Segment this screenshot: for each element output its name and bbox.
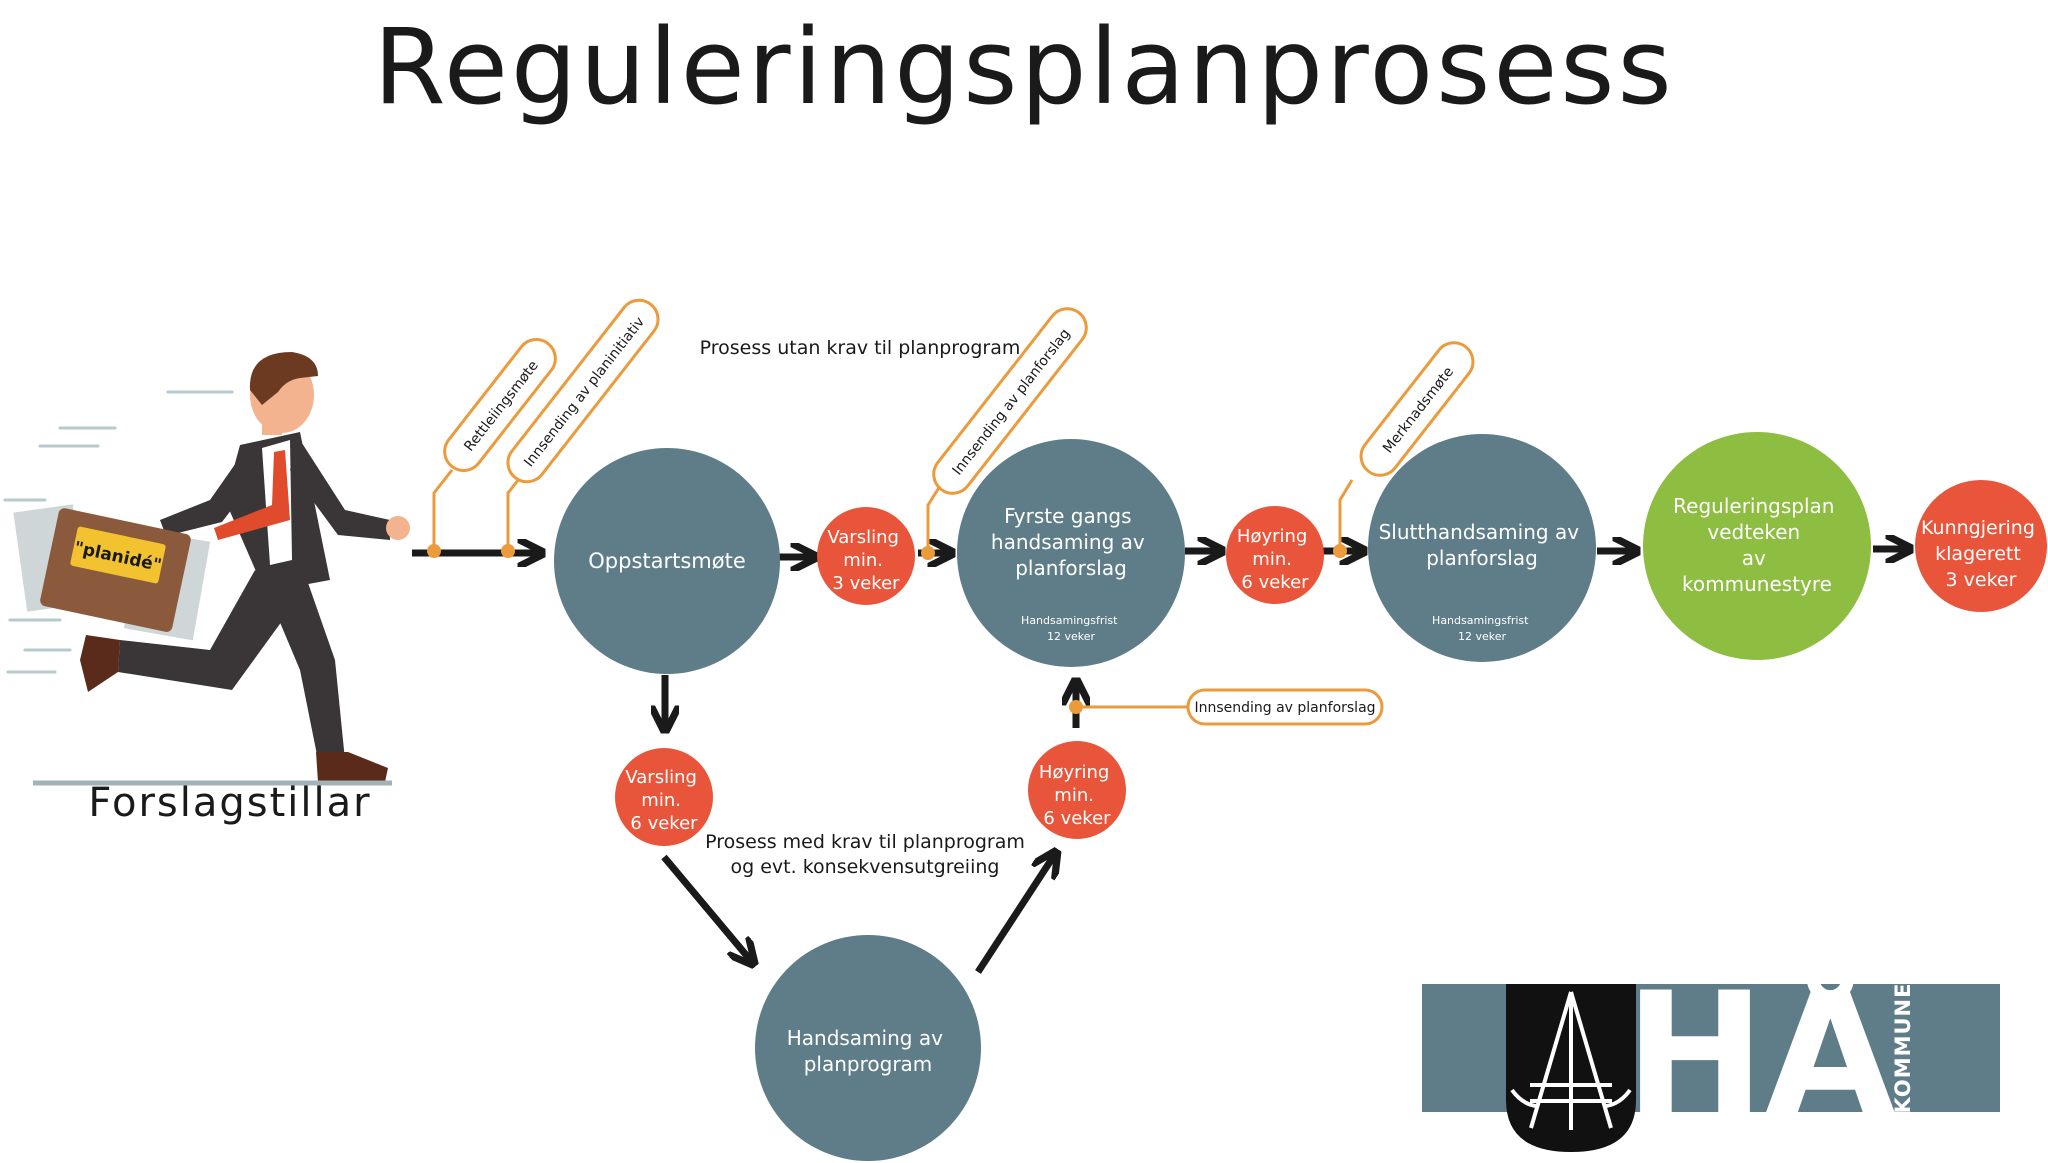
- fyrste-line-1: Fyrste gangs: [1004, 504, 1131, 528]
- svg-text:Slutthandsaming av planf: Slutthandsaming av planforslag: [1379, 520, 1586, 570]
- svg-text:Høyring min. 6 vek: Høyring min. 6 veker: [1039, 762, 1115, 829]
- callout-dots: [427, 544, 1347, 714]
- briefcase-tag: [70, 526, 166, 584]
- hoyring1-line-2: min.: [1252, 549, 1292, 570]
- svg-text:Handsaming av planprogra: Handsaming av planprogram: [787, 1026, 950, 1076]
- logo-kommune-text: KOMMUNE: [1891, 983, 1915, 1114]
- back-shoe: [80, 635, 120, 692]
- logo-ha-text: HÅ: [1625, 956, 1896, 1152]
- varsling1-line-3: 3 veker: [832, 573, 900, 594]
- svg-text:Høyring min. 6 vek: Høyring min. 6 veker: [1237, 526, 1313, 593]
- vedtak-line-3: av: [1742, 546, 1766, 570]
- oppstartsmote-line-1: Oppstartsmøte: [588, 549, 746, 573]
- fyrste-sub-2: 12 veker: [1047, 630, 1096, 643]
- node-hoyring-planprogram: Høyring min. 6 veker: [1028, 741, 1126, 839]
- svg-text:Handsamingsfrist 12 veke: Handsamingsfrist 12 veker: [1021, 614, 1121, 643]
- fyrste-sub-1: Handsamingsfrist: [1021, 614, 1118, 627]
- varsling1-line-2: min.: [843, 550, 883, 571]
- svg-text:Oppstartsmøte: Oppstartsmøte: [588, 549, 746, 573]
- coat-of-arms-emblem: [1510, 991, 1632, 1130]
- page-title: Reguleringsplanprosess: [373, 6, 1675, 128]
- node-hoyring-6-veker: Høyring min. 6 veker: [1226, 506, 1324, 604]
- note-without-planprogram: Prosess utan krav til planprogram: [699, 337, 1021, 359]
- node-slutthandsaming: Slutthandsaming av planforslag Handsamin…: [1368, 434, 1596, 662]
- kunngjering-line-2: klagerett: [1935, 543, 2021, 565]
- vedtak-line-4: kommunestyre: [1682, 572, 1832, 596]
- slutt-sub-1: Handsamingsfrist: [1432, 614, 1529, 627]
- node-oppstartsmote: Oppstartsmøte: [554, 448, 780, 674]
- node-varsling-3-veker: Varsling min. 3 veker: [817, 507, 915, 605]
- briefcase: [13, 504, 211, 641]
- kunngjering-line-3: 3 veker: [1946, 569, 2017, 591]
- planprogram-line-2: planprogram: [804, 1052, 933, 1076]
- ha-kommune-logo: HÅ KOMMUNE: [1422, 956, 2000, 1152]
- vedtak-line-2: vedteken: [1707, 520, 1800, 544]
- node-kunngjering: Kunngjering klagerett 3 veker: [1915, 480, 2047, 612]
- svg-text:Varsling min. 6 ve: Varsling min. 6 veker: [625, 767, 702, 834]
- svg-text:Varsling min. 3 ve: Varsling min. 3 veker: [827, 527, 904, 594]
- varsling1-line-1: Varsling: [827, 527, 899, 548]
- arrow-varsling2-planprogram: [661, 854, 752, 962]
- slutt-sub-2: 12 veker: [1458, 630, 1507, 643]
- svg-text:Fyrste gangs handsaming: Fyrste gangs handsaming av planforslag: [991, 504, 1151, 580]
- fyrste-line-2: handsaming av: [991, 530, 1145, 554]
- note-with-planprogram-line-2: og evt. konsekvensutgreiing: [730, 856, 1000, 878]
- pill-innsending-planforslag-2: Innsending av planforslag: [1186, 688, 1384, 726]
- pill-innsending-planinitiativ-text: Innsending av planinitiativ: [521, 314, 648, 470]
- node-fyrste-gangs-handsaming: Fyrste gangs handsaming av planforslag H…: [957, 439, 1185, 667]
- svg-text:Kunngjering klagerett: Kunngjering klagerett 3 veker: [1921, 517, 2041, 591]
- svg-text:Reguleringsplan vedteken: Reguleringsplan vedteken av kommunestyre: [1673, 494, 1841, 596]
- node-varsling-6-veker: Varsling min. 6 veker: [615, 748, 713, 846]
- node-reguleringsplan-vedteken: Reguleringsplan vedteken av kommunestyre: [1643, 432, 1871, 660]
- svg-text:Handsamingsfrist 12 veke: Handsamingsfrist 12 veker: [1432, 614, 1532, 643]
- main-arrows: [412, 549, 1908, 974]
- front-shoe: [316, 752, 388, 782]
- vedtak-line-1: Reguleringsplan: [1673, 494, 1834, 518]
- hoyring1-line-1: Høyring: [1237, 526, 1307, 547]
- hoyring2-line-3: 6 veker: [1043, 808, 1111, 829]
- slutt-line-1: Slutthandsaming av: [1379, 520, 1580, 544]
- pill-innsending-planforslag-2-text: Innsending av planforslag: [1194, 700, 1375, 716]
- kunngjering-line-1: Kunngjering: [1921, 517, 2035, 539]
- varsling2-line-1: Varsling: [625, 767, 697, 788]
- varsling2-line-2: min.: [641, 790, 681, 811]
- note-with-planprogram: Prosess med krav til planprogram og evt.…: [690, 830, 1040, 880]
- varsling2-line-3: 6 veker: [630, 813, 698, 834]
- hoyring2-line-2: min.: [1054, 785, 1094, 806]
- person-label: Forslagstillar: [88, 780, 372, 826]
- speed-lines: [3, 390, 234, 674]
- tie: [214, 450, 290, 540]
- hair: [249, 352, 318, 405]
- runner-figure: [80, 352, 410, 782]
- node-handsaming-planprogram: Handsaming av planprogram: [755, 935, 981, 1161]
- hoyring1-line-3: 6 veker: [1241, 572, 1309, 593]
- note-with-planprogram-line-1: Prosess med krav til planprogram: [705, 831, 1025, 853]
- arrow-planprogram-hoyring2: [975, 854, 1055, 974]
- hoyring2-line-1: Høyring: [1039, 762, 1109, 783]
- slutt-line-2: planforslag: [1426, 546, 1538, 570]
- fyrste-line-3: planforslag: [1015, 556, 1127, 580]
- planprogram-line-1: Handsaming av: [787, 1026, 943, 1050]
